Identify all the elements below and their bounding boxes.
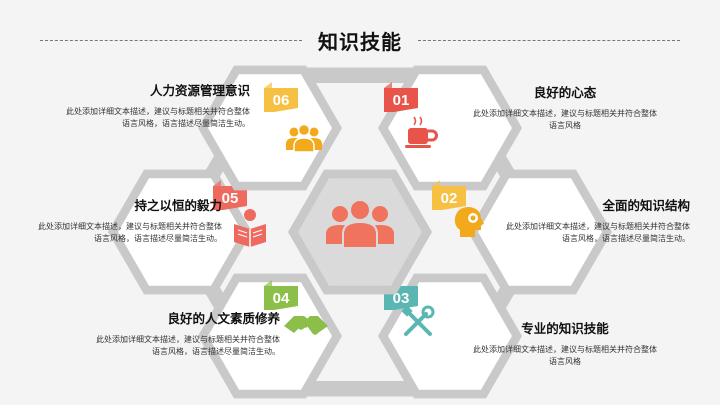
number-label: 06 [273,92,290,109]
hex-cell-face [478,178,602,286]
module-description: 此处添加详细文本描述，建议与标题相关并符合整体语言风格，语言描述尽量简洁生动。 [38,222,222,243]
hex-cell-1: 01 [378,65,522,191]
module-description: 此处添加详细文本描述，建议与标题相关并符合整体语言风格 [473,109,657,130]
number-label: 01 [393,92,410,109]
text-block-05: 持之以恒的毅力此处添加详细文本描述，建议与标题相关并符合整体语言风格，语言描述尽… [32,195,222,245]
number-tag-bg [264,88,298,112]
module-description: 此处添加详细文本描述，建议与标题相关并符合整体语言风格 [473,345,657,366]
hex-cell-face [388,74,512,182]
module-description: 此处添加详细文本描述，建议与标题相关并符合整体语言风格，语言描述尽量简洁生动。 [506,222,690,243]
hex-cell-4: 04 [198,273,342,399]
text-block-06: 人力资源管理意识此处添加详细文本描述，建议与标题相关并符合整体语言风格，语言描述… [60,80,250,130]
module-description: 此处添加详细文本描述，建议与标题相关并符合整体语言风格，语言描述尽量简洁生动。 [66,107,250,128]
module-description: 此处添加详细文本描述，建议与标题相关并符合整体语言风格，语言描述尽量简洁生动。 [96,335,280,356]
hex-cell-3: 03 [378,273,522,399]
number-label: 05 [222,190,239,207]
module-heading: 全面的知识结构 [602,198,690,213]
number-tag-01: 01 [384,82,418,112]
module-heading: 持之以恒的毅力 [134,198,222,213]
text-block-01: 良好的心态此处添加详细文本描述，建议与标题相关并符合整体语言风格 [470,82,660,132]
lightbulb-head-icon [454,207,484,237]
number-tag-bg [264,286,298,310]
number-tag-04: 04 [264,280,298,310]
number-label: 03 [393,290,410,307]
center-hexagon [288,169,432,295]
people-group-icon [326,199,394,249]
hex-cell-2: 02 [432,169,612,295]
text-block-03: 专业的知识技能此处添加详细文本描述，建议与标题相关并符合整体语言风格 [470,318,660,368]
number-tag-06: 06 [264,82,298,112]
number-label: 02 [441,190,458,207]
hex-cell-5: 05 [108,169,266,295]
page-title: 知识技能 [318,30,402,54]
number-label: 04 [273,290,290,307]
module-heading: 专业的知识技能 [521,321,609,336]
tools-icon [401,305,435,336]
coffee-cup-icon [405,116,438,148]
number-tag-bg [432,186,466,210]
hex-cell-face [388,282,512,390]
reading-person-icon [234,209,266,247]
hex-cell-face [208,74,332,182]
number-tag-02: 02 [432,180,466,210]
module-heading: 良好的心态 [533,85,597,100]
hex-cell-6: 06 [198,65,342,191]
number-tag-05: 05 [213,180,247,210]
number-tag-bg [213,186,247,210]
title-divider-left [40,40,302,41]
hex-cell-face [118,178,242,286]
module-heading: 人力资源管理意识 [149,83,250,98]
text-block-02: 全面的知识结构此处添加详细文本描述，建议与标题相关并符合整体语言风格，语言描述尽… [500,195,690,245]
hex-cell-face [208,282,332,390]
module-heading: 良好的人文素质修养 [167,311,280,326]
title-divider-right [418,40,680,41]
team-icon [286,123,322,153]
handshake-icon [284,316,328,335]
text-block-04: 良好的人文素质修养此处添加详细文本描述，建议与标题相关并符合整体语言风格，语言描… [90,308,280,358]
hex-cells: 01 02 03 04 05 06 [108,65,612,399]
number-tag-bg [384,88,418,112]
